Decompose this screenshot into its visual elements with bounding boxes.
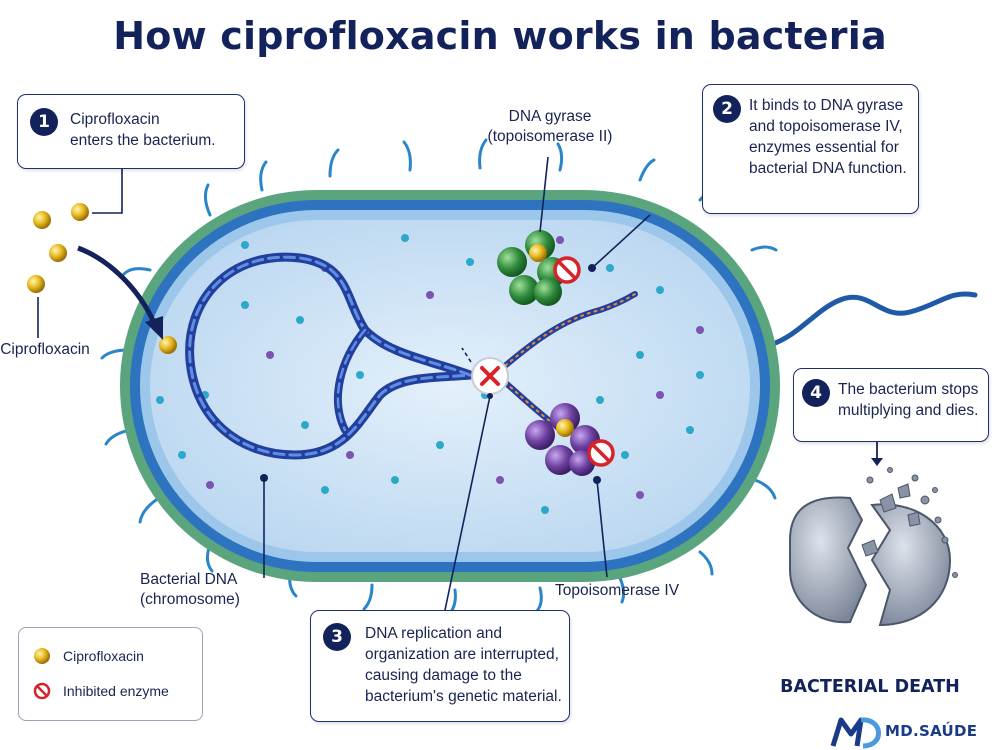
ciprofloxacin-molecule-icon: [34, 648, 50, 664]
leader-lines: [37, 156, 651, 611]
step-3-line-1: DNA replication and: [365, 625, 502, 642]
step-1-callout: 1 Ciprofloxacin enters the bacterium.: [17, 94, 245, 169]
dna-gyrase-label-line-1: DNA gyrase: [508, 108, 592, 125]
inhibited-enzyme-icon: [553, 256, 581, 284]
flagellum: [767, 291, 978, 348]
leader-dots: [260, 264, 601, 484]
bacterial-dna-label-line-1: Bacterial DNA: [140, 571, 238, 588]
step-3-callout: 3 DNA replication and organization are i…: [310, 610, 570, 722]
bacterial-dna-chromosome: [185, 252, 638, 460]
ciprofloxacin-molecule-icon: [556, 419, 574, 437]
step-4-number: 4: [802, 379, 830, 407]
cytoplasm-particles: [156, 234, 704, 514]
cytoplasm: [150, 220, 750, 552]
topoisomerase-iv-label: Topoisomerase IV: [554, 582, 680, 599]
inhibited-enzyme-icon: [587, 439, 615, 467]
step-4-line-1: The bacterium stops: [838, 381, 979, 398]
step-2-line-4: bacterial DNA function.: [749, 160, 907, 177]
step-4-line-2: multiplying and dies.: [838, 402, 979, 419]
legend-inhibited-enzyme-label: Inhibited enzyme: [63, 683, 169, 699]
x-mark-icon: [471, 357, 509, 395]
inhibited-enzyme-icon: [33, 682, 51, 700]
step-3-line-3: causing damage to the: [365, 667, 522, 684]
legend-ciprofloxacin-label: Ciprofloxacin: [63, 648, 144, 664]
bacterial-death-label: BACTERIAL DEATH: [780, 677, 960, 697]
step-1-line-2: enters the bacterium.: [70, 132, 216, 149]
md-saude-logo: [830, 717, 881, 749]
step-1-number: 1: [30, 108, 58, 136]
step-4-callout: 4 The bacterium stops multiplying and di…: [793, 368, 989, 442]
entry-arrow: [77, 245, 158, 326]
step-1-line-1: Ciprofloxacin: [70, 111, 160, 128]
dna-gyrase-label-line-2: (topoisomerase II): [487, 128, 613, 145]
dead-bacterium: [789, 467, 958, 627]
step-2-line-2: and topoisomerase IV,: [749, 118, 903, 135]
pili: [100, 138, 778, 616]
legend: Ciprofloxacin Inhibited enzyme: [18, 627, 203, 721]
step-3-line-4: bacterium's genetic material.: [365, 688, 562, 705]
dna-gyrase-label: DNA gyrase (topoisomerase II): [470, 107, 630, 147]
bacterial-dna-label: Bacterial DNA (chromosome): [140, 570, 265, 610]
step-2-line-1: It binds to DNA gyrase: [749, 97, 904, 114]
ciprofloxacin-molecules: [27, 203, 177, 354]
brand-name: MD.SAÚDE: [885, 722, 978, 740]
step-2-number: 2: [713, 95, 741, 123]
page-title: How ciprofloxacin works in bacteria: [113, 14, 887, 58]
ciprofloxacin-label: Ciprofloxacin: [0, 341, 90, 358]
step-3-number: 3: [323, 623, 351, 651]
step-2-line-3: enzymes essential for: [749, 139, 899, 156]
step-3-line-2: organization are interrupted,: [365, 646, 559, 663]
step-2-callout: 2 It binds to DNA gyrase and topoisomera…: [702, 84, 919, 214]
ciprofloxacin-molecule-icon: [529, 244, 547, 262]
bacterial-dna-label-line-2: (chromosome): [140, 591, 240, 608]
